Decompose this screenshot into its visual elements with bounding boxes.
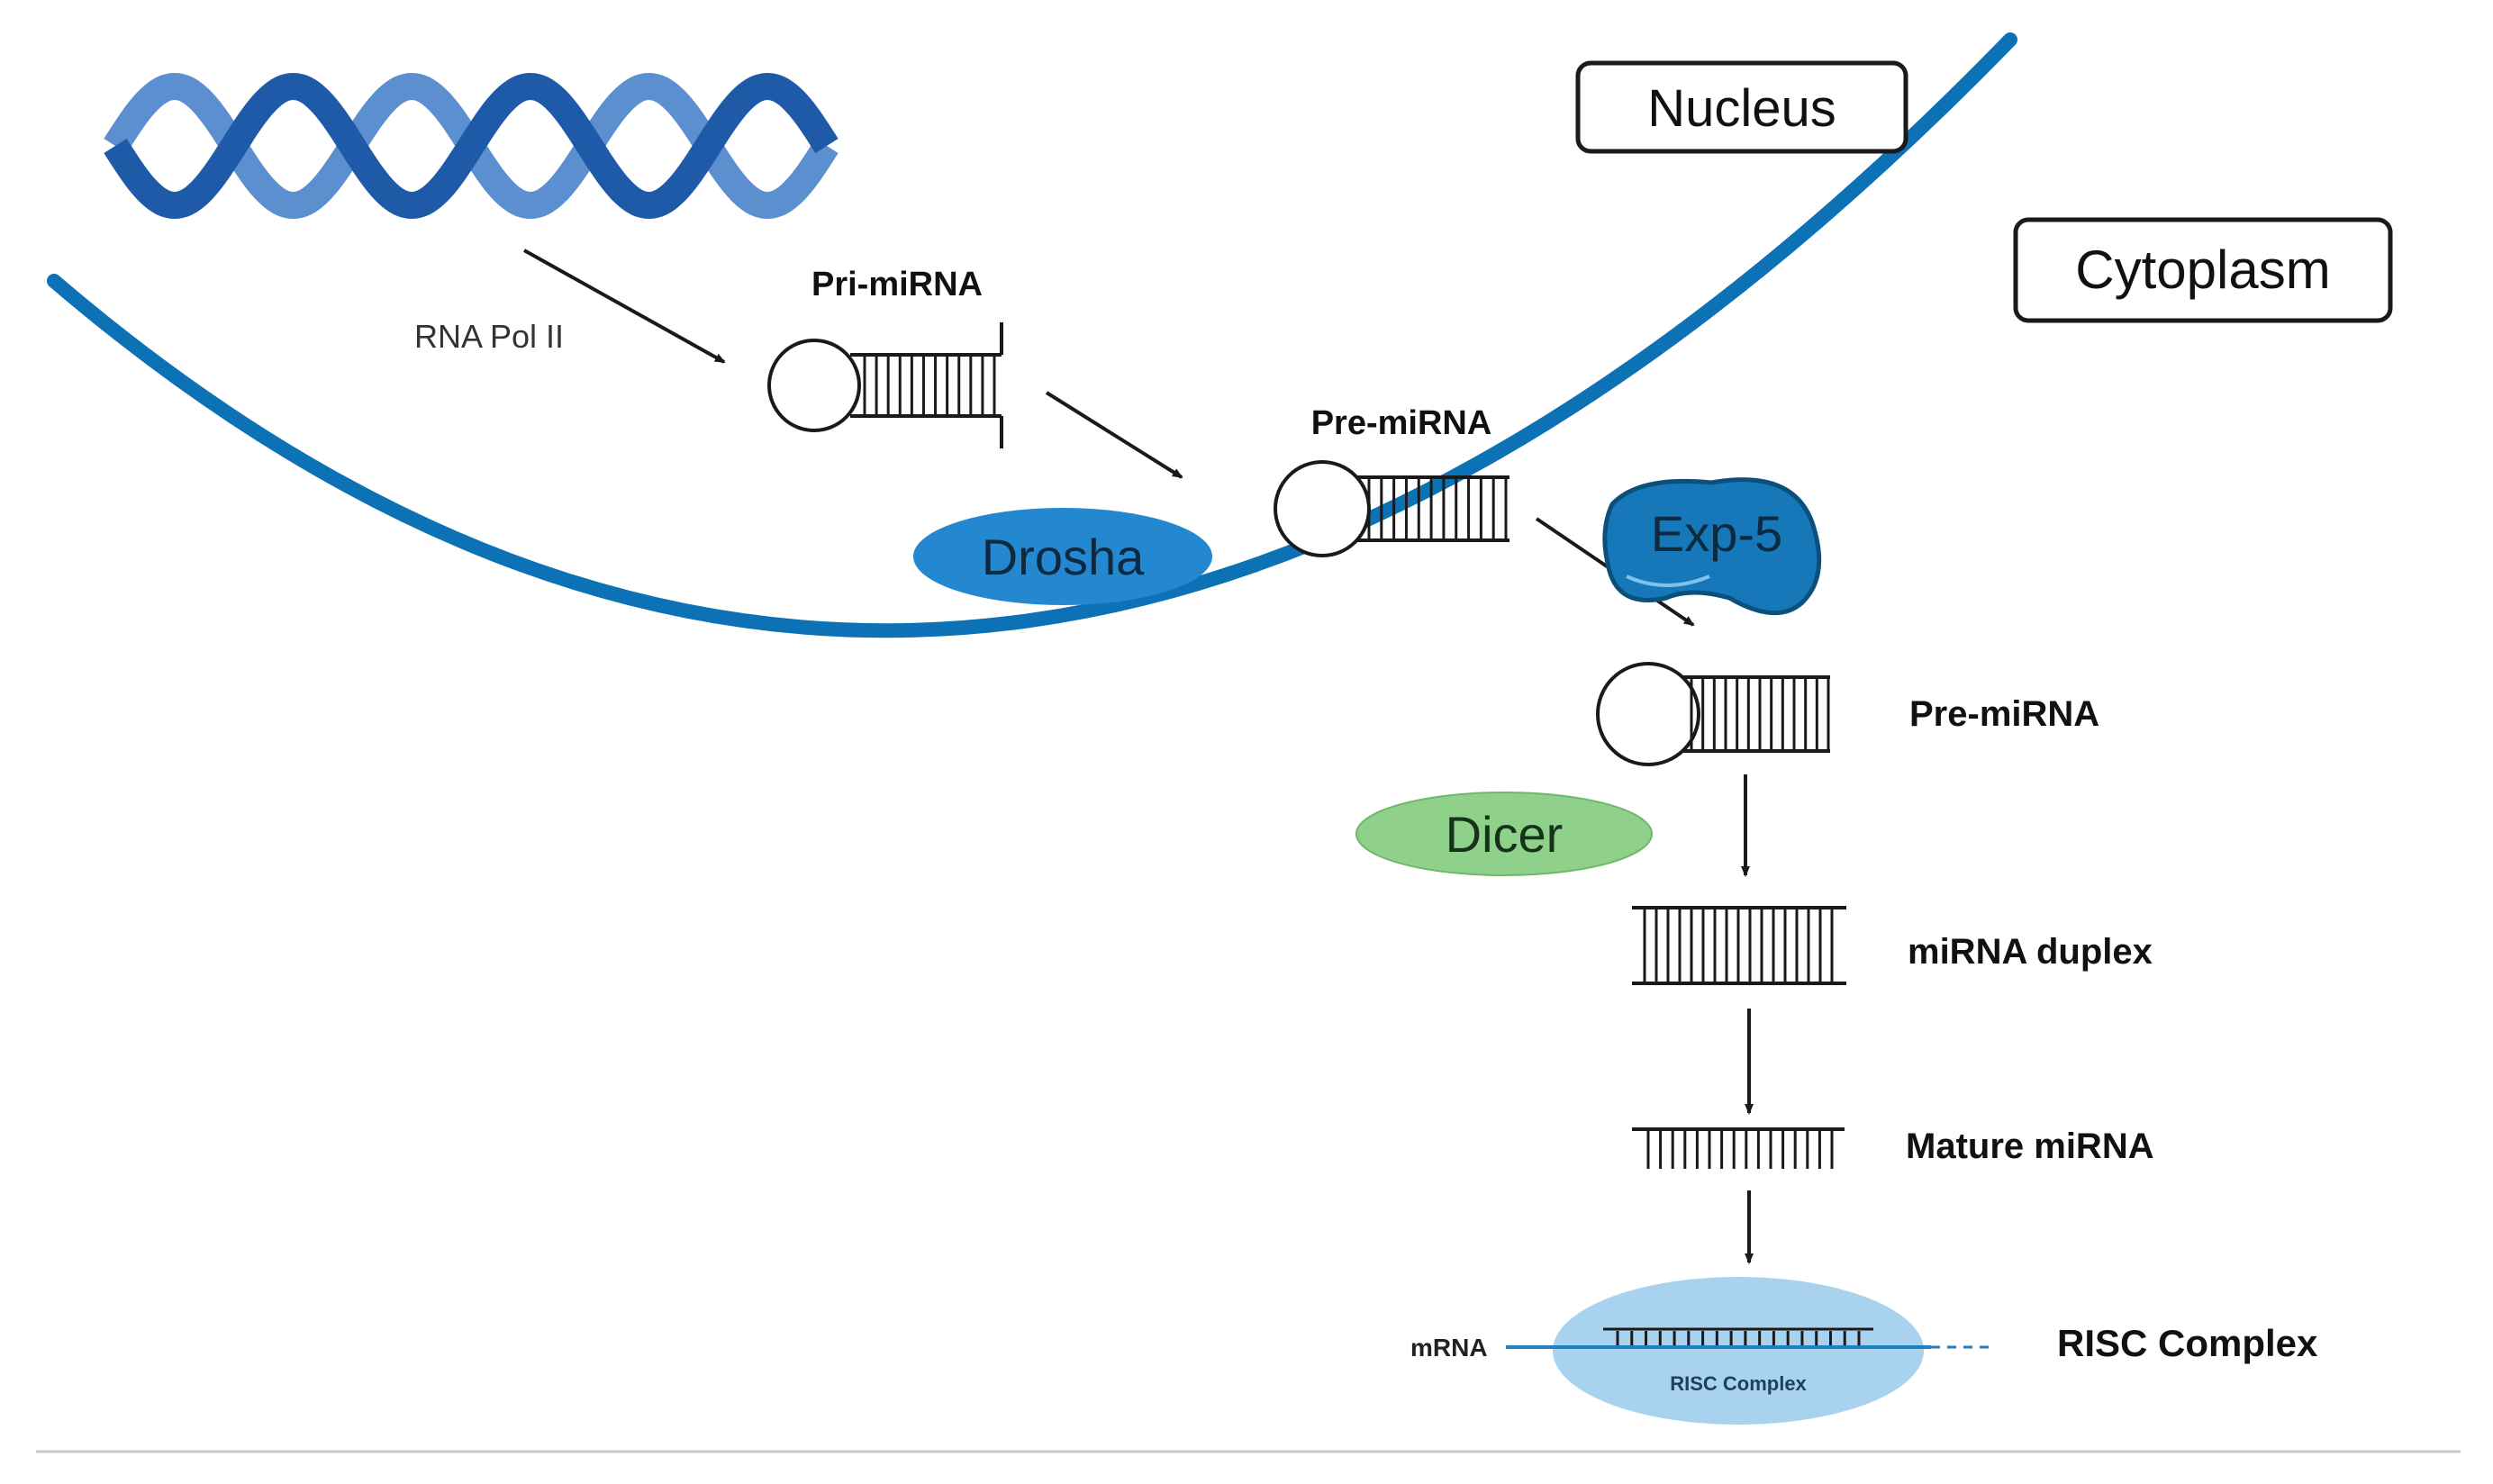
risc-complex-icon: RISC Complex — [1506, 1277, 1990, 1425]
pre-mirna-nuclear-label: Pre-miRNA — [1311, 404, 1492, 442]
risc-inner-label: RISC Complex — [1670, 1372, 1807, 1395]
pre-mirna-cyto-hairpin-icon — [1596, 662, 1830, 766]
cytoplasm-label-box: Cytoplasm — [2013, 217, 2393, 323]
nucleus-label: Nucleus — [1647, 79, 1836, 138]
pri-mirna-label: Pri-miRNA — [811, 266, 983, 303]
dna-front-strand — [104, 72, 839, 220]
cytoplasm-label: Cytoplasm — [2075, 240, 2330, 300]
mirna-duplex-icon — [1632, 906, 1846, 985]
mrna-label: mRNA — [1410, 1334, 1488, 1362]
mature-mirna-icon — [1632, 1127, 1845, 1169]
pri-mirna-hairpin-icon — [767, 322, 1003, 448]
dicer-label: Dicer — [1446, 806, 1564, 863]
nucleus-label-box: Nucleus — [1575, 60, 1908, 154]
drosha-label: Drosha — [982, 529, 1145, 585]
exportin-5-transporter: Exp-5 — [1602, 477, 1822, 616]
dicer-enzyme: Dicer — [1355, 792, 1653, 876]
risc-complex-label: RISC Complex — [2057, 1322, 2318, 1364]
nuclear-membrane — [47, 32, 2017, 638]
transcription-arrow — [523, 249, 726, 364]
drosha-processing-arrow — [1045, 391, 1183, 479]
drosha-enzyme: Drosha — [913, 508, 1212, 605]
dna-helix-icon — [104, 72, 839, 220]
pre-mirna-cyto-label: Pre-miRNA — [1909, 694, 2099, 734]
mirna-duplex-label: miRNA duplex — [1908, 932, 2153, 972]
pre-mirna-nuclear-hairpin-icon — [1274, 460, 1509, 557]
rna-pol-ii-label: RNA Pol II — [414, 318, 564, 355]
exp-5-label: Exp-5 — [1651, 505, 1782, 562]
mature-mirna-label: Mature miRNA — [1906, 1127, 2154, 1166]
